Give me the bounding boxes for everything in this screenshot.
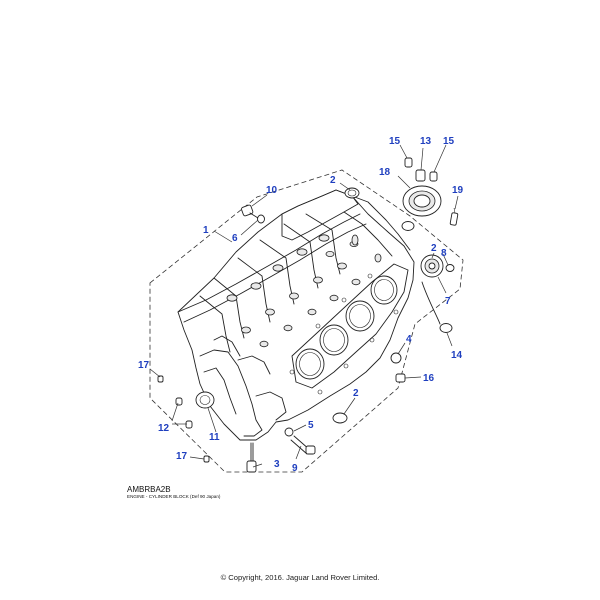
callout-2-right: 2 bbox=[431, 243, 437, 254]
cylinder-block[interactable] bbox=[177, 189, 415, 441]
callout-14: 14 bbox=[451, 350, 463, 361]
diagram-code: AMBRBA2B bbox=[127, 485, 171, 494]
part-15-dowel-left[interactable] bbox=[404, 157, 413, 168]
callout-16: 16 bbox=[423, 373, 435, 384]
part-17-pin-lower[interactable] bbox=[203, 455, 210, 463]
part-11-seal[interactable] bbox=[195, 391, 215, 409]
part-14-plug[interactable] bbox=[439, 323, 453, 333]
part-19-sensor[interactable] bbox=[449, 207, 459, 226]
callout-3: 3 bbox=[274, 459, 280, 470]
part-2-right-core-plug[interactable] bbox=[401, 221, 415, 231]
diagram-caption: ENGINE - CYLINDER BLOCK (Def 90 Japan) bbox=[127, 494, 221, 499]
callout-15-right: 15 bbox=[443, 136, 455, 147]
callout-labels: 1 2 2 2 3 4 5 6 7 8 9 10 11 12 13 14 15 … bbox=[138, 136, 464, 474]
part-2-top-core-plug[interactable] bbox=[344, 187, 360, 199]
callout-11: 11 bbox=[209, 432, 220, 443]
callout-15-left: 15 bbox=[389, 136, 401, 147]
part-2-lower-core-plug[interactable] bbox=[332, 412, 348, 424]
part-17-pin-upper[interactable] bbox=[157, 375, 164, 383]
part-6-washer[interactable] bbox=[257, 214, 265, 224]
leader-lines bbox=[149, 144, 459, 468]
callout-8: 8 bbox=[441, 248, 447, 259]
part-4-bush[interactable] bbox=[390, 352, 402, 364]
callout-17-upper: 17 bbox=[138, 360, 150, 371]
copyright-notice: © Copyright, 2016. Jaguar Land Rover Lim… bbox=[220, 573, 380, 582]
part-15-dowel-right[interactable] bbox=[429, 171, 438, 182]
part-16-plug[interactable] bbox=[395, 373, 406, 383]
part-10-bolt[interactable] bbox=[241, 204, 259, 219]
callout-9: 9 bbox=[292, 463, 298, 474]
part-9-bolt[interactable] bbox=[290, 435, 316, 455]
callout-10: 10 bbox=[266, 185, 278, 196]
part-12-dowel-lower[interactable] bbox=[185, 420, 193, 429]
callout-18: 18 bbox=[379, 167, 391, 178]
callout-7: 7 bbox=[445, 296, 451, 307]
part-18-rear-seal[interactable] bbox=[402, 185, 442, 217]
callout-17-lower: 17 bbox=[176, 451, 188, 462]
callout-1: 1 bbox=[203, 225, 209, 236]
callout-19: 19 bbox=[452, 185, 464, 196]
part-13-plug[interactable] bbox=[415, 169, 426, 182]
part-7-seal-housing[interactable] bbox=[420, 254, 444, 325]
part-8-plug[interactable] bbox=[445, 264, 455, 272]
part-3-bolt[interactable] bbox=[246, 442, 257, 473]
callout-6: 6 bbox=[232, 233, 238, 244]
callout-12: 12 bbox=[158, 423, 170, 434]
assembly-boundary bbox=[149, 169, 464, 473]
callout-13: 13 bbox=[420, 136, 432, 147]
callout-4: 4 bbox=[406, 334, 412, 345]
part-12-dowel-upper[interactable] bbox=[175, 397, 183, 406]
callout-5: 5 bbox=[308, 420, 314, 431]
callout-2-top: 2 bbox=[330, 175, 336, 186]
callout-2-lower: 2 bbox=[353, 388, 359, 399]
cylinder-bores bbox=[295, 275, 398, 380]
part-5-washer[interactable] bbox=[284, 427, 294, 437]
